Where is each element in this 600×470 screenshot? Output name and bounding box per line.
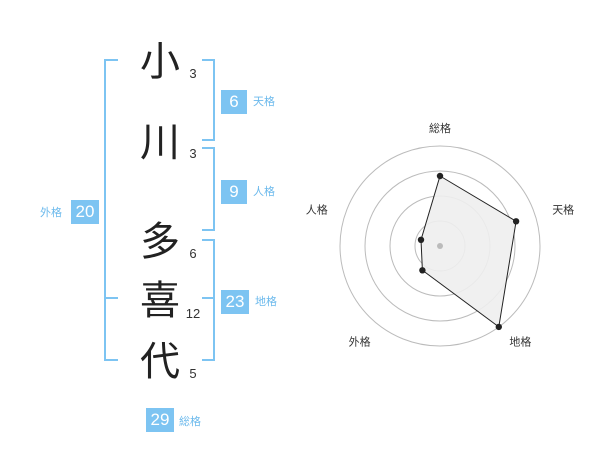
stroke-count-1: 3 xyxy=(189,66,197,81)
gaikaku-label: 外格 xyxy=(40,206,62,219)
tenkaku-bracket xyxy=(202,59,215,141)
name-char-3: 多 xyxy=(140,219,180,265)
name-char-5: 代 xyxy=(140,339,180,385)
stroke-count-4: 12 xyxy=(185,306,201,321)
radar-axis-label-1: 総格 xyxy=(429,121,451,135)
name-char-4: 喜 xyxy=(140,278,180,324)
soukaku-label: 総格 xyxy=(179,415,201,428)
radar-data-polygon xyxy=(420,175,517,328)
jinkaku-bracket xyxy=(202,147,215,231)
radar-axis-label-4: 外格 xyxy=(349,335,371,349)
stroke-count-5: 5 xyxy=(189,366,197,381)
radar-point-2 xyxy=(512,218,520,225)
tenkaku-label: 天格 xyxy=(253,95,275,108)
radar-point-1 xyxy=(436,172,444,180)
radar-ring-3 xyxy=(364,170,516,322)
radar-ring-4 xyxy=(339,145,541,347)
name-char-1: 小 xyxy=(140,39,180,85)
stroke-count-3: 6 xyxy=(189,246,197,261)
radar-axis-label-3: 地格 xyxy=(509,335,531,349)
radar-point-5 xyxy=(417,236,425,243)
gaikaku-bracket xyxy=(104,59,118,361)
radar-point-3 xyxy=(495,323,502,331)
soukaku-badge: 29 xyxy=(146,408,174,432)
gaikaku-badge: 20 xyxy=(71,200,99,224)
tenkaku-badge: 6 xyxy=(221,90,247,114)
radar-axis-label-5: 人格 xyxy=(306,203,328,217)
jinkaku-badge: 9 xyxy=(221,180,247,204)
chikaku-bracket xyxy=(202,239,215,361)
chikaku-label: 地格 xyxy=(255,295,277,308)
name-char-2: 川 xyxy=(140,120,180,166)
radar-point-4 xyxy=(419,267,426,274)
stroke-count-2: 3 xyxy=(189,146,197,161)
jinkaku-label: 人格 xyxy=(253,185,275,198)
radar-center-point xyxy=(437,243,443,249)
radar-axis-label-2: 天格 xyxy=(552,203,574,217)
chikaku-badge: 23 xyxy=(221,290,249,314)
